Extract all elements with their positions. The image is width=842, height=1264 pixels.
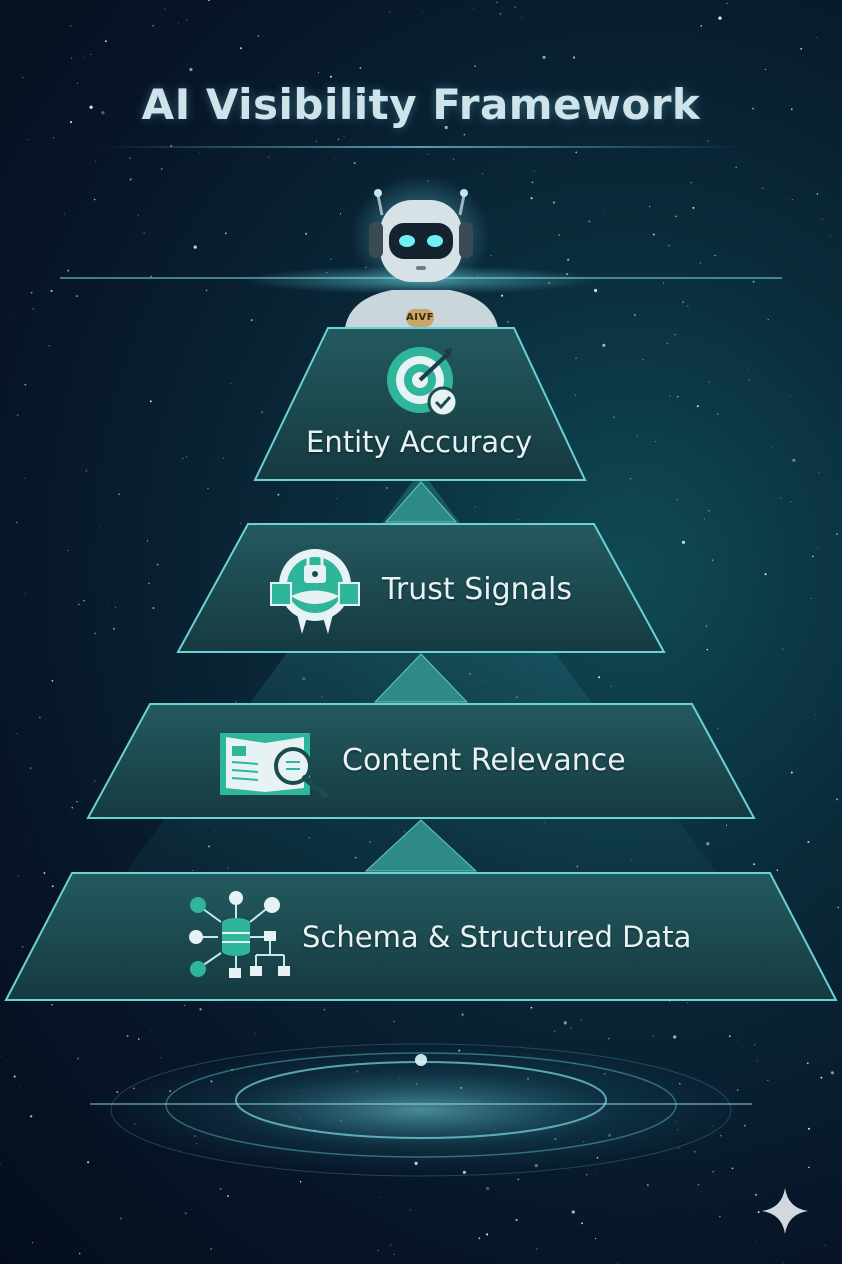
book-search-icon [220, 733, 328, 798]
sparkle-icon [762, 1188, 808, 1234]
data-network-icon [189, 891, 290, 978]
connector-triangle [384, 481, 458, 523]
connector-triangle [373, 653, 469, 703]
tier-3-label: Content Relevance [342, 743, 626, 778]
handshake-badge-icon [270, 549, 360, 634]
tier-1-label: Entity Accuracy [306, 425, 533, 459]
tier-2-label: Trust Signals [382, 572, 572, 607]
aivf-badge: AIVF [406, 309, 434, 327]
target-check-icon [387, 347, 459, 418]
connector-triangle [364, 819, 478, 872]
page-title: AI Visibility Framework [141, 80, 701, 129]
tier-4-block [4, 872, 838, 1001]
tier-4-label: Schema & Structured Data [302, 920, 692, 954]
title-divider [100, 146, 742, 148]
